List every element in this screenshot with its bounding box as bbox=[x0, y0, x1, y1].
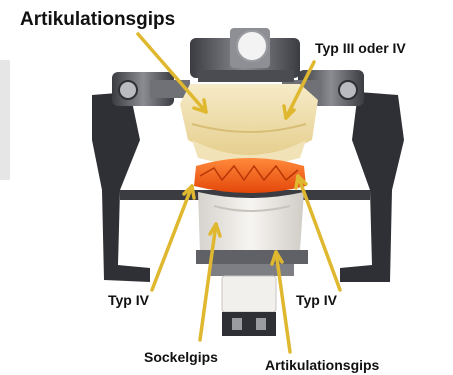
arrow-left-type bbox=[152, 186, 192, 290]
lower-teeth bbox=[194, 158, 306, 193]
upper-member bbox=[190, 28, 300, 82]
label-mounting-plaster-bottom: Artikulationsgips bbox=[265, 357, 379, 373]
edge-artifact bbox=[0, 60, 10, 180]
label-plaster-type-top: Typ III oder IV bbox=[315, 40, 406, 56]
label-base-plaster: Sockelgips bbox=[144, 349, 218, 365]
lower-member bbox=[196, 250, 308, 336]
left-condylar-joint bbox=[112, 72, 190, 106]
label-plaster-type-left: Typ IV bbox=[108, 292, 149, 308]
label-plaster-type-right: Typ IV bbox=[296, 292, 337, 308]
label-mounting-plaster-top: Artikulationsgips bbox=[20, 9, 175, 31]
